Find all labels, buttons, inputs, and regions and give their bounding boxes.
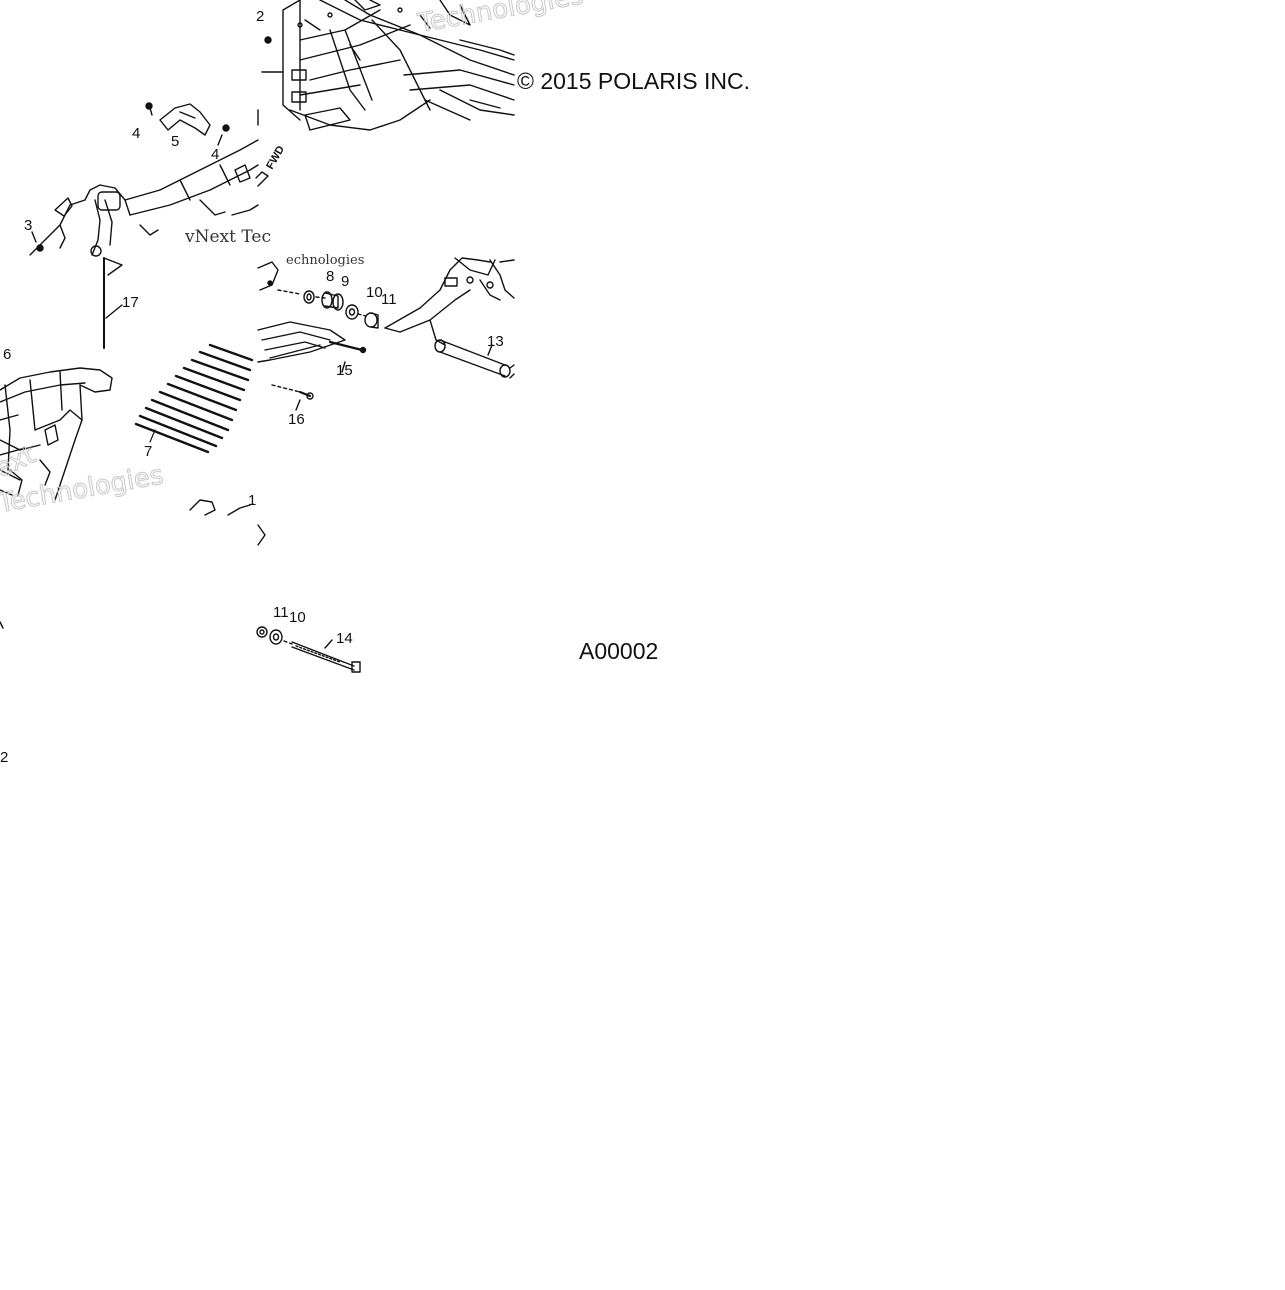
callout-label: 15 <box>336 362 353 379</box>
callout-label: 9 <box>341 273 349 290</box>
callout-label: 14 <box>336 630 353 647</box>
callout-label: 11 <box>273 604 289 621</box>
callout-label: 3 <box>24 217 32 234</box>
main-frame-assembly <box>29 102 259 257</box>
rear-rack <box>0 367 113 501</box>
swing-arm-assembly <box>257 257 515 411</box>
callout-label: 1 <box>248 492 256 509</box>
callout-label: 4 <box>211 146 219 163</box>
watermark-text: Technologies <box>415 0 586 39</box>
callout-label: 6 <box>3 346 11 363</box>
callout-label: 17 <box>122 294 139 311</box>
watermark-text: vNext Tec <box>184 227 271 247</box>
watermark-text: echnologies <box>286 253 364 268</box>
callout-label: 10 <box>366 284 383 301</box>
callout-label: 2 <box>256 8 264 25</box>
callout-label: 11 <box>381 291 397 308</box>
callout-label: 4 <box>132 125 140 142</box>
frame-front-view <box>261 0 515 131</box>
callout-label: 8 <box>326 268 334 285</box>
bottom-left-fragments <box>0 499 266 629</box>
callouts: 2 3 4 4 5 6 7 8 9 10 11 13 15 16 17 1 11… <box>0 8 504 766</box>
callout-label: 13 <box>487 333 504 350</box>
cable-ties-7 <box>134 343 254 454</box>
forward-arrow: FWD <box>255 144 287 187</box>
callout-label: 10 <box>289 609 306 626</box>
callout-label: 2 <box>0 749 8 766</box>
figure-id: A00002 <box>579 638 659 664</box>
copyright-notice: © 2015 POLARIS INC. <box>517 68 750 94</box>
pivot-bolt-14 <box>256 626 361 673</box>
wire-harness-17 <box>103 257 123 349</box>
watermarks: Technologies vNext Tec Technologies echn… <box>0 0 586 520</box>
callout-label: 5 <box>171 133 179 150</box>
fwd-label: FWD <box>264 144 287 172</box>
callout-label: 16 <box>288 411 305 428</box>
callout-label: 7 <box>144 443 152 460</box>
